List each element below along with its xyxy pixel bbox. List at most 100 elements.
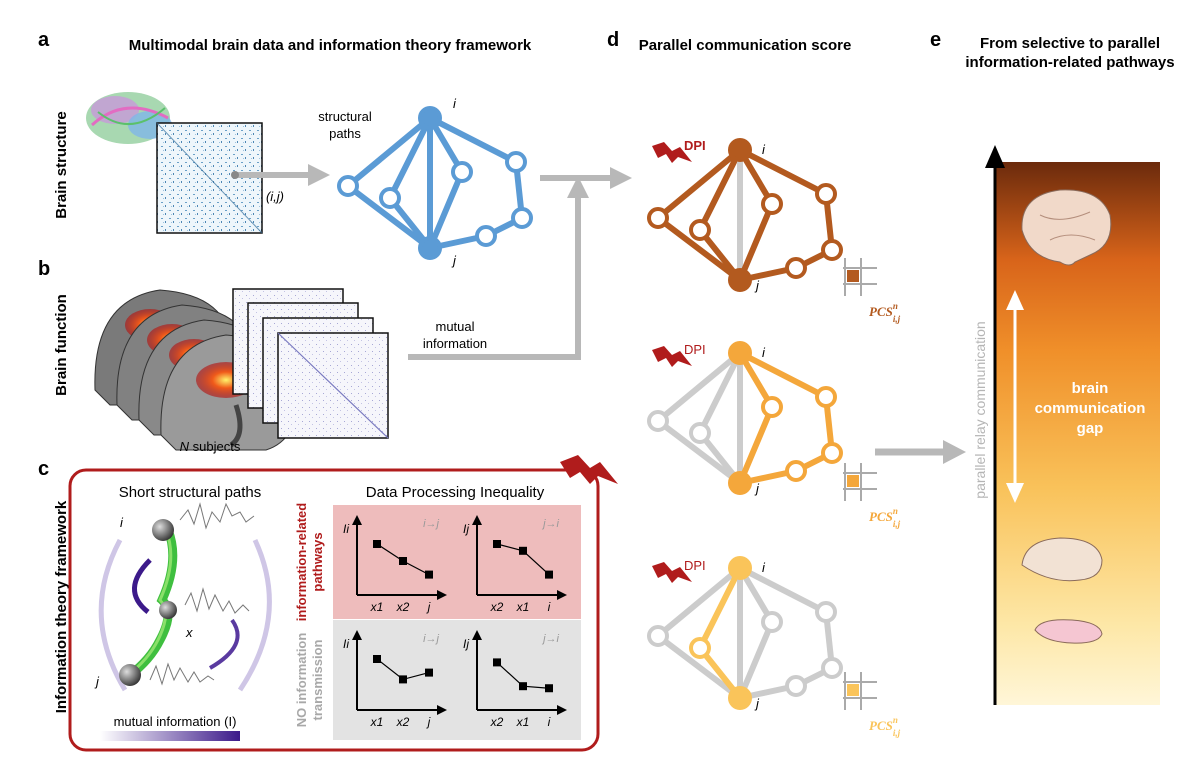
- panel-d-title: Parallel communication score: [639, 37, 852, 54]
- node-cR: [761, 193, 783, 215]
- plot-x-tick-label: j: [426, 715, 431, 729]
- label-framework: Information theory framework: [53, 500, 70, 713]
- pcs-cell: [847, 270, 859, 282]
- label-brain-function: Brain function: [53, 294, 70, 396]
- plot-y-label: Ij: [463, 522, 469, 536]
- gap-label-3: gap: [1077, 420, 1104, 437]
- plot-x-tick-label: i: [548, 715, 551, 729]
- node-i: [728, 138, 752, 162]
- edge-i-lL: [655, 147, 743, 221]
- node-rL: [785, 675, 807, 697]
- plot-x-tick-label: x2: [490, 600, 504, 614]
- node-lM: [689, 637, 711, 659]
- plot-point: [399, 557, 407, 565]
- panel-a-title: Multimodal brain data and information th…: [129, 37, 532, 54]
- plot-x-tick-label: x2: [396, 600, 410, 614]
- node-j: [418, 236, 442, 260]
- node-j: [728, 686, 752, 710]
- pcs-node-i-label: i: [762, 560, 766, 575]
- plot-x-tick-label: x1: [370, 715, 384, 729]
- short-paths-title: Short structural paths: [119, 484, 262, 501]
- plot-point: [545, 684, 553, 693]
- network-pcs-high: ij: [647, 138, 843, 293]
- edge-i-rU: [427, 115, 519, 165]
- panel-letter-d: d: [607, 29, 619, 51]
- plot-x-tick-label: x1: [516, 600, 530, 614]
- edge-i-lM: [387, 115, 433, 201]
- no-transmission-label-2: transmission: [310, 639, 325, 720]
- plot-y-arrow: [472, 515, 482, 525]
- panel-letter-b: b: [38, 258, 50, 280]
- plot-point: [519, 546, 527, 555]
- plot-point: [399, 675, 407, 684]
- node-j: [728, 471, 752, 495]
- edge-i-rU: [737, 350, 829, 400]
- pcs-cell: [847, 475, 859, 487]
- arrow-function: [408, 195, 581, 360]
- mi-legend: mutual information (I): [114, 714, 237, 729]
- structural-paths-label-1: structural: [318, 109, 372, 124]
- panel-letter-a: a: [38, 29, 50, 51]
- node-i: [728, 341, 752, 365]
- edge-i-lM: [697, 565, 743, 651]
- path-illustration: [98, 502, 272, 692]
- monkey-brain-icon: [1021, 537, 1103, 582]
- mi-gradient-bar: [100, 731, 240, 741]
- plot-point: [519, 682, 527, 691]
- plot-x-tick-label: j: [426, 600, 431, 614]
- edge-i-lM: [697, 350, 743, 436]
- node-cR: [761, 396, 783, 418]
- edge-i-lM: [697, 147, 743, 233]
- plot-direction-label: i→j: [423, 518, 439, 530]
- node-rU: [815, 183, 837, 205]
- edge-cR-j: [737, 201, 775, 283]
- plot-x-tick-label: i: [548, 600, 551, 614]
- plot-x-tick-label: x1: [370, 600, 384, 614]
- label-brain-structure: Brain structure: [53, 111, 70, 219]
- pcs-node-j-label: j: [754, 696, 760, 711]
- plot-y-label: Ii: [343, 637, 349, 651]
- plot-point: [493, 658, 501, 667]
- node-rU: [815, 386, 837, 408]
- pcs-superscript: n: [893, 301, 898, 311]
- node-rM: [821, 442, 843, 464]
- pcs-superscript: n: [893, 506, 898, 516]
- pcs-subscript: i,j: [893, 519, 901, 529]
- mutual-information-label-2: information: [423, 336, 487, 351]
- edge-lL-j: [345, 183, 433, 251]
- human-brain-icon: [1021, 189, 1112, 266]
- plot-point: [373, 540, 381, 548]
- dpi-label: DPI: [684, 558, 706, 573]
- pathways-band: [333, 505, 581, 619]
- node-rL: [785, 460, 807, 482]
- node-rM: [821, 239, 843, 261]
- panel-e-title-2: information-related pathways: [965, 54, 1174, 71]
- edge-cR-j: [427, 169, 465, 251]
- edge-i-lL: [345, 115, 433, 189]
- plot-x-arrow: [557, 705, 567, 715]
- node-rM: [821, 657, 843, 679]
- dpi-lightning-icon: [652, 142, 692, 163]
- plot-x-arrow: [437, 705, 447, 715]
- plot-y-arrow: [352, 630, 362, 640]
- edge-cR-j: [737, 404, 775, 486]
- pcs-node-j-label: j: [754, 481, 760, 496]
- axis-label: parallel relay communication: [972, 321, 988, 498]
- network-pcs-low: ij: [647, 556, 843, 711]
- plot-x-tick-label: x2: [396, 715, 410, 729]
- plot-direction-label: i→j: [423, 633, 439, 645]
- node-lL: [647, 410, 669, 432]
- panel-e-title-1: From selective to parallel: [980, 35, 1160, 52]
- plot-x-tick-label: x1: [516, 715, 530, 729]
- plot-x-tick-label: x2: [490, 715, 504, 729]
- plot-y-label: Ii: [343, 522, 349, 536]
- panel-letter-e: e: [930, 29, 941, 51]
- node-j: [728, 268, 752, 292]
- no-transmission-label-1: NO information: [294, 633, 309, 728]
- plot-direction-label: j→i: [541, 518, 559, 530]
- node-rU: [505, 151, 527, 173]
